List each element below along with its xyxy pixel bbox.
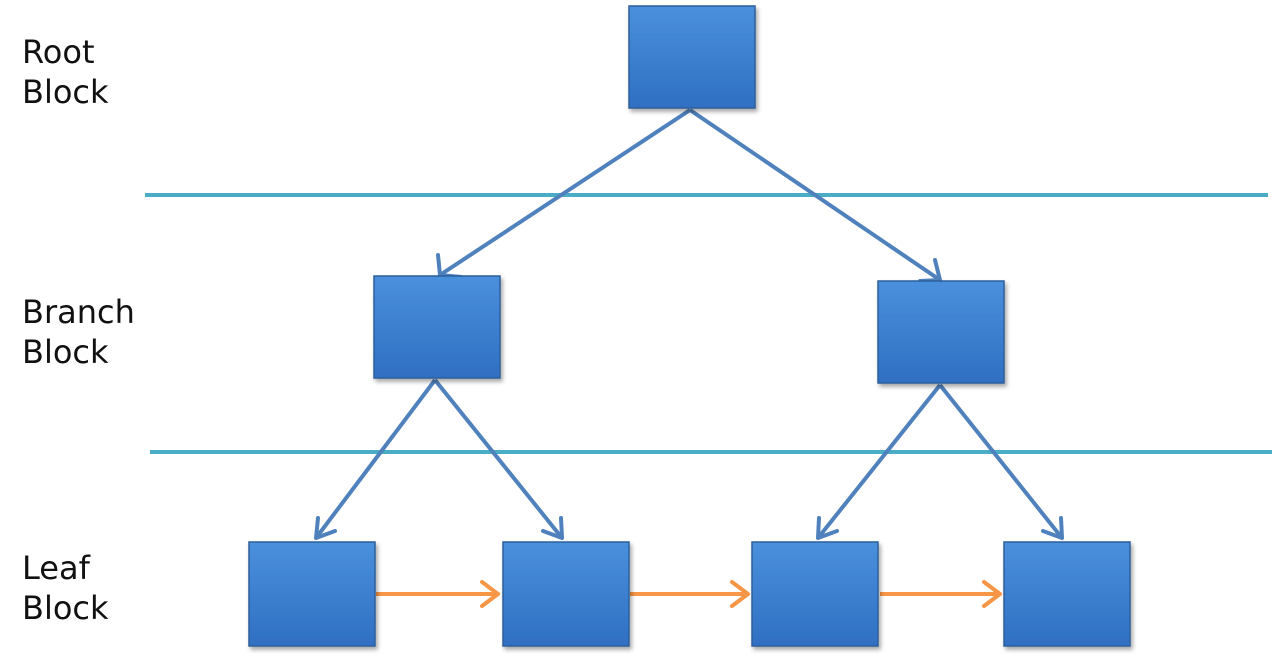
root-label-line2: Block	[22, 73, 109, 111]
branch-label-line1: Branch	[22, 293, 135, 331]
branch-label-line2: Block	[22, 333, 109, 371]
leaf-block-3	[751, 541, 879, 647]
leaf-block-label: Leaf Block	[22, 548, 109, 628]
branch-block-right	[877, 280, 1005, 384]
leaf-block-2	[502, 541, 630, 647]
leaf-label-line1: Leaf	[22, 549, 90, 587]
arrow-branch-right-to-leaf-3	[816, 383, 942, 540]
root-label-line1: Root	[22, 33, 95, 71]
leaf-block-1	[248, 541, 376, 647]
leaf-link-arrow-3-4	[880, 580, 1002, 608]
arrow-branch-left-to-leaf-1	[314, 378, 437, 540]
leaf-block-4	[1003, 541, 1131, 647]
branch-block-left	[373, 275, 501, 379]
arrow-branch-left-to-leaf-2	[433, 378, 564, 540]
root-block	[628, 5, 756, 109]
arrow-branch-right-to-leaf-4	[938, 383, 1064, 540]
leaf-link-arrow-1-2	[376, 580, 500, 608]
root-block-label: Root Block	[22, 32, 109, 112]
branch-block-label: Branch Block	[22, 292, 135, 372]
leaf-link-arrow-2-3	[630, 580, 750, 608]
leaf-label-line2: Block	[22, 589, 109, 627]
